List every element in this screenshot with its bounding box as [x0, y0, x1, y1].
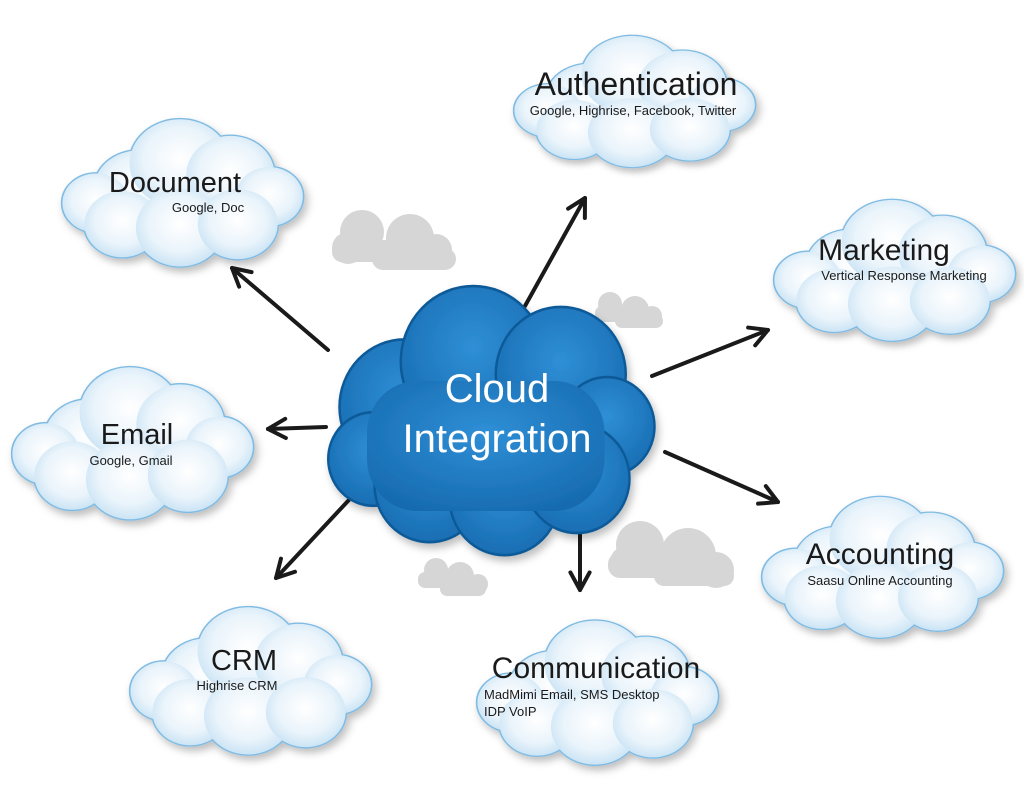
node-crm-title: CRM	[211, 645, 277, 677]
arrow-to-email	[266, 416, 328, 440]
decor-cloud-4	[418, 558, 488, 596]
arrow-to-crm	[274, 484, 364, 580]
decor-cloud-3	[608, 521, 734, 588]
node-communication-subtitle-line1: MadMimi Email, SMS Desktop	[484, 687, 660, 702]
node-marketing: Marketing Vertical Response Marketing	[772, 198, 1017, 343]
node-email-title: Email	[101, 419, 174, 451]
arrow-to-marketing	[650, 325, 770, 378]
arrows-group	[230, 196, 780, 592]
node-communication-title: Communication	[492, 652, 700, 685]
node-marketing-subtitle: Vertical Response Marketing	[821, 268, 986, 283]
node-authentication-title: Authentication	[535, 66, 738, 102]
decor-cloud-1	[332, 210, 456, 270]
node-authentication-subtitle: Google, Highrise, Facebook, Twitter	[530, 103, 737, 118]
node-document-title: Document	[109, 167, 241, 199]
decor-cloud-2	[595, 292, 663, 328]
node-email: Email Google, Gmail	[10, 365, 255, 521]
node-accounting-subtitle: Saasu Online Accounting	[807, 573, 952, 588]
node-document: Document Google, Doc	[60, 117, 305, 269]
node-email-subtitle: Google, Gmail	[89, 453, 172, 468]
node-authentication: Authentication Google, Highrise, Faceboo…	[512, 34, 757, 169]
node-crm-subtitle: Highrise CRM	[197, 678, 278, 693]
node-communication-subtitle-line2: IDP VoIP	[484, 704, 537, 719]
node-document-subtitle: Google, Doc	[172, 200, 245, 215]
node-accounting-title: Accounting	[806, 538, 954, 571]
arrow-to-accounting	[663, 450, 780, 506]
node-accounting: Accounting Saasu Online Accounting	[760, 495, 1005, 640]
arrow-to-document	[230, 266, 330, 352]
hub-cloud	[327, 284, 656, 557]
arrow-to-authentication	[523, 196, 587, 308]
node-crm: CRM Highrise CRM	[128, 605, 373, 757]
node-communication: Communication MadMimi Email, SMS Desktop…	[475, 619, 720, 767]
hub-title-line1: Cloud	[445, 367, 550, 411]
node-marketing-title: Marketing	[818, 234, 950, 267]
hub-title-line2: Integration	[402, 417, 591, 461]
arrow-to-communication	[568, 528, 592, 592]
